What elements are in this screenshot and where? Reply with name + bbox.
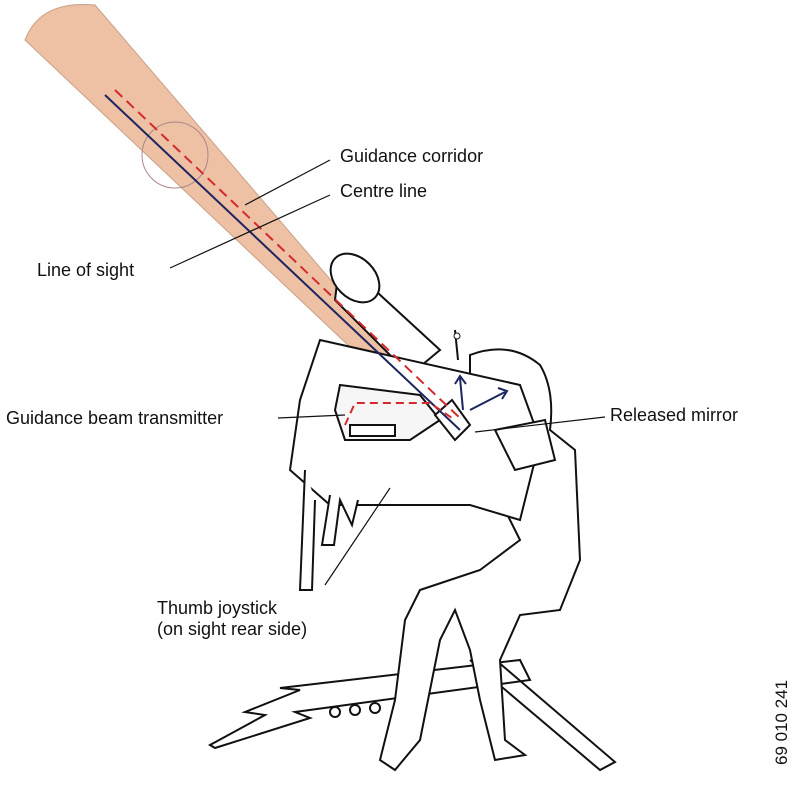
label-thumb-joystick: Thumb joystick <box>157 598 278 618</box>
launcher-tube <box>329 252 442 377</box>
label-guidance-corridor: Guidance corridor <box>340 146 484 166</box>
leader-lines <box>169 159 606 586</box>
label-guidance-beam-transmitter: Guidance beam transmitter <box>6 408 224 428</box>
label-line-of-sight: Line of sight <box>37 260 135 280</box>
label-released-mirror: Released mirror <box>610 405 739 425</box>
corridor-cross-section <box>141 121 209 189</box>
figure-code: 69 010 241 <box>772 679 791 765</box>
operator-figure <box>288 338 582 772</box>
label-thumb-joystick-note: (on sight rear side) <box>157 619 308 639</box>
sight-axis-arrows <box>454 374 509 411</box>
label-centre-line: Centre line <box>340 181 428 201</box>
line-of-sight <box>104 94 461 431</box>
tripod <box>207 654 617 772</box>
